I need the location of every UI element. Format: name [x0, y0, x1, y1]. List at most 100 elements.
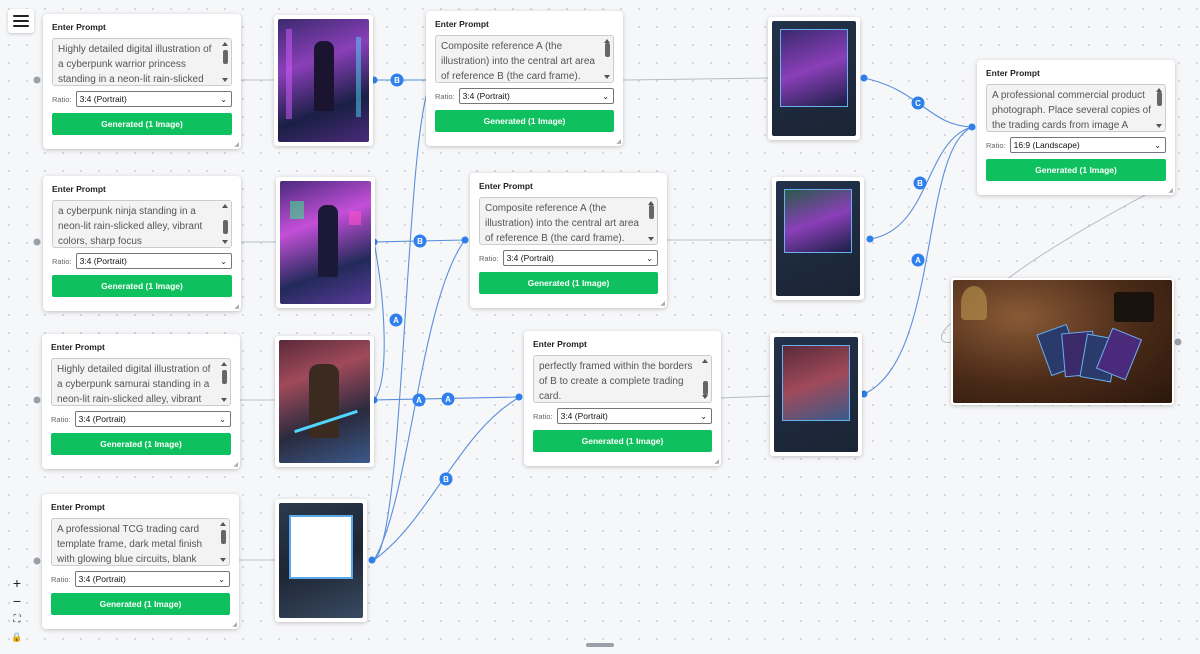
scrollbar[interactable] — [222, 42, 229, 82]
resize-handle-icon[interactable]: ◢ — [233, 462, 238, 468]
image-node-warrior[interactable] — [274, 15, 373, 146]
input-port[interactable] — [461, 236, 469, 244]
ratio-select[interactable]: 3:4 (Portrait)⌄ — [74, 571, 230, 587]
resize-handle-icon[interactable]: ◢ — [660, 301, 665, 307]
generate-button[interactable]: Generated (1 Image) — [52, 275, 232, 297]
ratio-select[interactable]: 3:4 (Portrait)⌄ — [502, 250, 658, 266]
edge-badge-b[interactable]: B — [439, 472, 453, 486]
composite-node-samurai[interactable]: Enter Prompt perfectly framed within the… — [524, 331, 721, 466]
resize-handle-icon[interactable]: ◢ — [232, 622, 237, 628]
prompt-node-card-frame[interactable]: Enter Prompt A professional TCG trading … — [42, 494, 239, 629]
prompt-textarea[interactable]: Highly detailed digital illustration of … — [51, 358, 231, 406]
generate-button[interactable]: Generated (1 Image) — [986, 159, 1166, 181]
input-port[interactable] — [515, 393, 523, 401]
prompt-textarea[interactable]: a cyberpunk ninja standing in a neon-lit… — [52, 200, 232, 248]
scrollbar[interactable] — [702, 359, 709, 399]
chevron-down-icon: ⌄ — [646, 254, 653, 263]
chevron-down-icon: ⌄ — [220, 257, 227, 266]
svg-text:B: B — [394, 76, 400, 85]
lock-button[interactable]: 🔒 — [8, 628, 26, 646]
generate-button[interactable]: Generated (1 Image) — [479, 272, 658, 294]
generate-button[interactable]: Generated (1 Image) — [533, 430, 712, 452]
scrollbar[interactable] — [220, 522, 227, 562]
generate-button[interactable]: Generated (1 Image) — [435, 110, 614, 132]
edge-badge-a[interactable]: A — [412, 393, 426, 407]
svg-text:A: A — [445, 395, 451, 404]
prompt-textarea[interactable]: A professional commercial product photog… — [986, 84, 1166, 132]
ratio-select[interactable]: 16:9 (Landscape)⌄ — [1009, 137, 1166, 153]
scrollbar[interactable] — [1156, 88, 1163, 128]
image-node-card-ninja[interactable] — [772, 177, 864, 300]
ratio-select[interactable]: 3:4 (Portrait)⌄ — [556, 408, 712, 424]
resize-handle-icon[interactable]: ◢ — [616, 139, 621, 145]
menu-button[interactable] — [8, 9, 34, 33]
input-port[interactable] — [968, 123, 976, 131]
output-port[interactable] — [368, 556, 376, 564]
prompt-node-warrior[interactable]: Enter Prompt Highly detailed digital ill… — [43, 14, 241, 149]
scrollbar[interactable] — [221, 362, 228, 402]
svg-text:C: C — [915, 99, 921, 108]
generate-button[interactable]: Generated (1 Image) — [52, 113, 232, 135]
image-node-samurai[interactable] — [275, 336, 374, 467]
prompt-node-ninja[interactable]: Enter Prompt a cyberpunk ninja standing … — [43, 176, 241, 311]
bottom-panel-handle[interactable] — [586, 643, 614, 647]
chevron-down-icon: ⌄ — [602, 92, 609, 101]
zoom-in-button[interactable]: + — [12, 575, 22, 591]
ratio-select[interactable]: 3:4 (Portrait)⌄ — [74, 411, 231, 427]
input-port[interactable] — [33, 238, 41, 246]
ratio-label: Ratio: — [986, 140, 1006, 150]
image-node-card-frame[interactable] — [275, 499, 367, 622]
resize-handle-icon[interactable]: ◢ — [234, 304, 239, 310]
prompt-textarea[interactable]: A professional TCG trading card template… — [51, 518, 230, 566]
edge-badge-a[interactable]: A — [389, 313, 403, 327]
generated-image-card-frame — [279, 503, 363, 618]
prompt-textarea[interactable]: Composite reference A (the illustration)… — [479, 197, 658, 245]
input-port[interactable] — [33, 396, 41, 404]
generate-button[interactable]: Generated (1 Image) — [51, 593, 230, 615]
product-photo-node[interactable]: Enter Prompt A professional commercial p… — [977, 60, 1175, 195]
output-port[interactable] — [860, 74, 868, 82]
node-header: Enter Prompt — [51, 342, 105, 352]
composite-node-ninja[interactable]: Enter Prompt Composite reference A (the … — [470, 173, 667, 308]
ratio-value: 16:9 (Landscape) — [1013, 140, 1080, 150]
generate-button[interactable]: Generated (1 Image) — [51, 433, 231, 455]
scrollbar[interactable] — [222, 204, 229, 244]
edge-badge-b[interactable]: B — [413, 234, 427, 248]
output-port[interactable] — [866, 235, 874, 243]
edge-badge-b[interactable]: B — [913, 176, 927, 190]
generated-image-ninja — [280, 181, 371, 304]
image-node-product-photo[interactable] — [951, 278, 1174, 405]
edge-badge-c[interactable]: C — [911, 96, 925, 110]
composite-node-warrior[interactable]: Enter Prompt Composite reference A (the … — [426, 11, 623, 146]
node-header: Enter Prompt — [435, 19, 489, 29]
image-node-card-warrior[interactable] — [768, 17, 860, 140]
scrollbar[interactable] — [648, 201, 655, 241]
edge-badge-b[interactable]: B — [390, 73, 404, 87]
resize-handle-icon[interactable]: ◢ — [1168, 188, 1173, 194]
ratio-select[interactable]: 3:4 (Portrait)⌄ — [75, 253, 232, 269]
prompt-node-samurai[interactable]: Enter Prompt Highly detailed digital ill… — [42, 334, 240, 469]
image-node-card-samurai[interactable] — [770, 333, 862, 456]
ratio-label: Ratio: — [533, 411, 553, 421]
input-port[interactable] — [33, 76, 41, 84]
ratio-select[interactable]: 3:4 (Portrait)⌄ — [75, 91, 232, 107]
resize-handle-icon[interactable]: ◢ — [234, 142, 239, 148]
lock-icon: 🔒 — [11, 631, 23, 642]
fit-view-button[interactable]: ⛶ — [8, 610, 26, 628]
chevron-down-icon: ⌄ — [219, 415, 226, 424]
resize-handle-icon[interactable]: ◢ — [714, 459, 719, 465]
scrollbar[interactable] — [604, 39, 611, 79]
ratio-select[interactable]: 3:4 (Portrait)⌄ — [458, 88, 614, 104]
image-node-ninja[interactable] — [276, 177, 375, 308]
prompt-textarea[interactable]: Composite reference A (the illustration)… — [435, 35, 614, 83]
edge-badge-a[interactable]: A — [911, 253, 925, 267]
prompt-textarea[interactable]: Highly detailed digital illustration of … — [52, 38, 232, 86]
input-port[interactable] — [33, 557, 41, 565]
output-port[interactable] — [1174, 338, 1182, 346]
zoom-out-button[interactable]: − — [12, 593, 22, 609]
prompt-textarea[interactable]: perfectly framed within the borders of B… — [533, 355, 712, 403]
ratio-label: Ratio: — [479, 253, 499, 263]
edge-badge-a[interactable]: A — [441, 392, 455, 406]
node-header: Enter Prompt — [52, 22, 106, 32]
ratio-value: 3:4 (Portrait) — [560, 411, 608, 421]
